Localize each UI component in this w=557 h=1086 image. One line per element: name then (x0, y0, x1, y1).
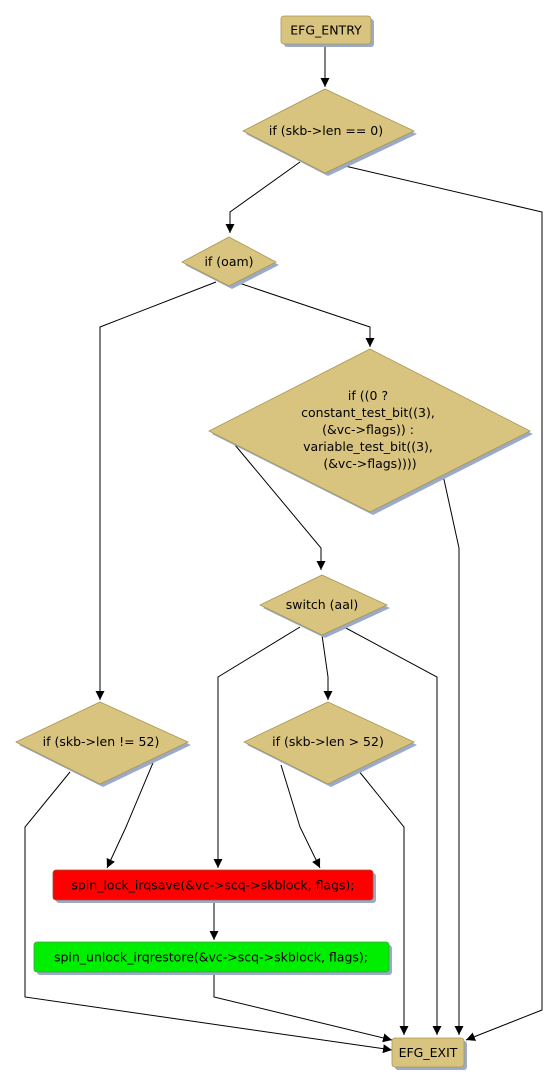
node-entry-label: EFG_ENTRY (290, 23, 362, 38)
edge-if-oam-to-if-len-ne-52 (95, 281, 217, 700)
node-exit-label: EFG_EXIT (399, 1045, 458, 1060)
node-switch-aal-label: switch (aal) (286, 597, 358, 612)
edge-if-len-ne-52-to-spin-lock (106, 757, 156, 869)
test-bit-line-5: (&vc->flags)))) (323, 456, 416, 471)
node-if-oam: if (oam) (181, 236, 279, 289)
test-bit-line-1: if ((0 ? (348, 388, 388, 403)
edge-if-oam-to-if-test-bit (235, 281, 375, 347)
test-bit-line-4: variable_test_bit((3), (303, 439, 433, 454)
edge-if-len-gt-52-to-exit (357, 769, 409, 1035)
edge-if-len-zero-to-exit (344, 165, 543, 1041)
edge-if-len-zero-to-if-oam (225, 161, 301, 233)
node-if-len-ne-52-label: if (skb->len != 52) (43, 734, 160, 749)
node-if-test-bit-label: if ((0 ? constant_test_bit((3), (&vc->fl… (301, 388, 439, 471)
node-exit: EFG_EXIT (391, 1037, 467, 1070)
node-switch-aal: switch (aal) (259, 574, 390, 638)
node-if-oam-label: if (oam) (204, 254, 253, 269)
node-spin-unlock-label: spin_unlock_irqrestore(&vc->scq->skblock… (54, 950, 368, 965)
node-entry: EFG_ENTRY (280, 15, 374, 47)
node-spin-lock: spin_lock_irqsave(&vc->scq->skblock, fla… (52, 869, 376, 903)
node-if-len-ne-52: if (skb->len != 52) (15, 701, 191, 787)
node-if-len-gt-52: if (skb->len > 52) (243, 701, 417, 787)
node-if-len-gt-52-label: if (skb->len > 52) (272, 734, 384, 749)
edge-switch-to-spin-lock (213, 626, 301, 868)
edge-if-len-ne-52-to-exit (24, 771, 393, 1054)
node-spin-lock-label: spin_lock_irqsave(&vc->scq->skblock, fla… (71, 878, 354, 893)
edge-if-test-bit-to-exit (442, 474, 464, 1035)
test-bit-line-3: (&vc->flags)) : (322, 422, 414, 437)
node-spin-unlock: spin_unlock_irqrestore(&vc->scq->skblock… (33, 941, 392, 975)
edge-switch-to-exit (343, 626, 442, 1035)
edge-switch-to-if-len-gt-52 (321, 634, 333, 700)
node-if-test-bit: if ((0 ? constant_test_bit((3), (&vc->fl… (208, 348, 533, 515)
node-if-len-zero-label: if (skb->len == 0) (269, 123, 383, 138)
edge-if-len-gt-52-to-spin-lock (280, 764, 321, 869)
edge-spin-unlock-to-exit (213, 972, 393, 1043)
edges (24, 46, 543, 1054)
edge-if-test-bit-to-switch (234, 444, 326, 570)
test-bit-line-2: constant_test_bit((3), (301, 405, 435, 420)
node-if-len-zero: if (skb->len == 0) (242, 88, 417, 176)
